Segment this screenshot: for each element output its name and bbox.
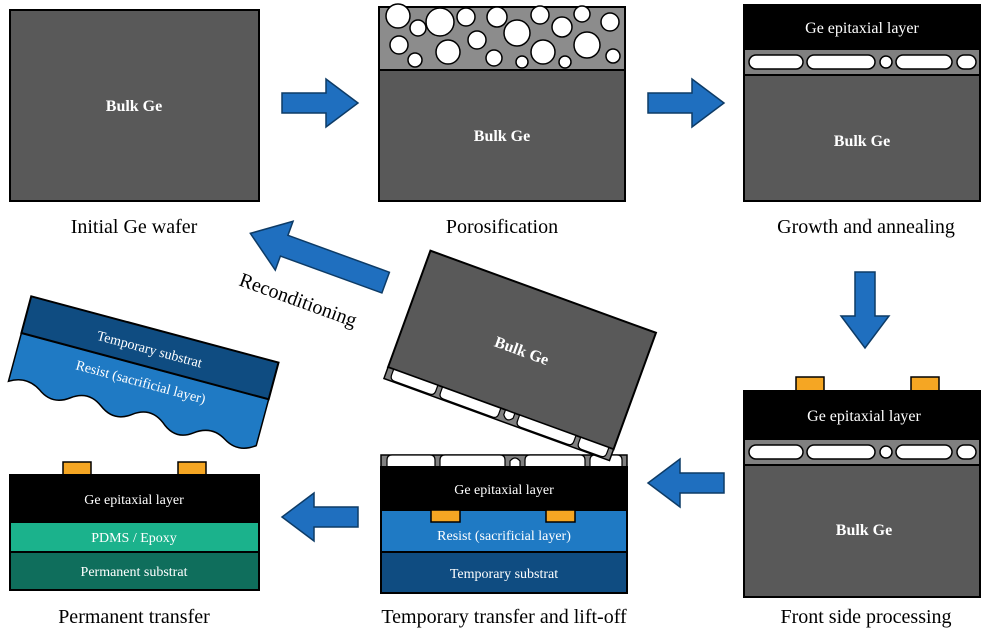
reconditioning-wafer: Bulk Ge (382, 249, 658, 462)
permanent-substrate (9, 551, 260, 591)
step-temporary-transfer: Ge epitaxial layer Resist (sacrificial l… (380, 454, 628, 628)
bulk-ge-label: Bulk Ge (106, 98, 162, 115)
resist-wavy-layer (7, 332, 270, 449)
arrow-right-icon (281, 78, 359, 128)
arrow-down-icon (840, 271, 890, 349)
bulk-ge-label: Bulk Ge (836, 522, 892, 539)
step-growth-annealing: Ge epitaxial layer Bulk Ge Growth and an… (743, 4, 981, 238)
permanent-substrate-label: Permanent substrat (81, 565, 188, 580)
bulk-ge-block (378, 69, 626, 202)
temporary-substrate (380, 551, 628, 594)
step-porosification: Bulk Ge Porosification (378, 3, 626, 238)
caption-initial: Initial Ge wafer (71, 216, 198, 238)
temporary-substrate-label: Temporary substrat (450, 567, 558, 582)
reconditioning-arrow-icon (249, 220, 391, 294)
bulk-ge-block (743, 464, 981, 598)
residual-voids (390, 368, 610, 458)
ge-epitaxial-label: Ge epitaxial layer (454, 483, 554, 498)
temporary-substrate (20, 295, 280, 401)
caption-porosification: Porosification (446, 216, 558, 238)
pores (385, 3, 621, 69)
ge-epitaxial-label: Ge epitaxial layer (805, 20, 919, 37)
step-front-side-processing: Ge epitaxial layer Bulk Ge Front side pr… (743, 376, 981, 628)
arrow-left-icon (647, 458, 725, 508)
ge-epitaxial-label: Ge epitaxial layer (84, 493, 184, 508)
peeled-temporary-substrate: Temporary substrat Resist (sacrificial l… (7, 295, 280, 449)
bulk-ge-block (9, 9, 260, 202)
resist-layer (380, 509, 628, 553)
contact-pad (177, 461, 207, 476)
ge-epitaxial-label: Ge epitaxial layer (807, 408, 921, 425)
bulk-ge-block (743, 74, 981, 202)
ge-epitaxial-layer (743, 4, 981, 50)
caption-permanent-transfer: Permanent transfer (58, 606, 210, 628)
pdms-epoxy-label: PDMS / Epoxy (91, 531, 177, 546)
contact-pad (545, 509, 576, 523)
caption-growth: Growth and annealing (777, 216, 955, 238)
step-permanent-transfer: Ge epitaxial layer PDMS / Epoxy Permanen… (9, 461, 260, 628)
caption-temporary-transfer: Temporary transfer and lift-off (381, 606, 627, 628)
step-initial-wafer: Bulk Ge Initial Ge wafer (9, 9, 260, 238)
contact-pad (910, 376, 940, 392)
arrow-right-icon (647, 78, 725, 128)
voids (748, 444, 977, 460)
arrow-left-icon (281, 492, 359, 542)
contact-pad (62, 461, 92, 476)
pdms-epoxy-layer (9, 521, 260, 553)
contact-pad (430, 509, 461, 523)
ge-epitaxial-layer (743, 390, 981, 440)
resist-label: Resist (sacrificial layer) (437, 529, 571, 544)
residual-voids (386, 454, 623, 468)
bulk-ge-label: Bulk Ge (834, 133, 890, 150)
bulk-ge-label: Bulk Ge (474, 128, 530, 145)
voids (748, 54, 977, 70)
contact-pad (795, 376, 825, 392)
caption-front-side: Front side processing (780, 606, 951, 628)
